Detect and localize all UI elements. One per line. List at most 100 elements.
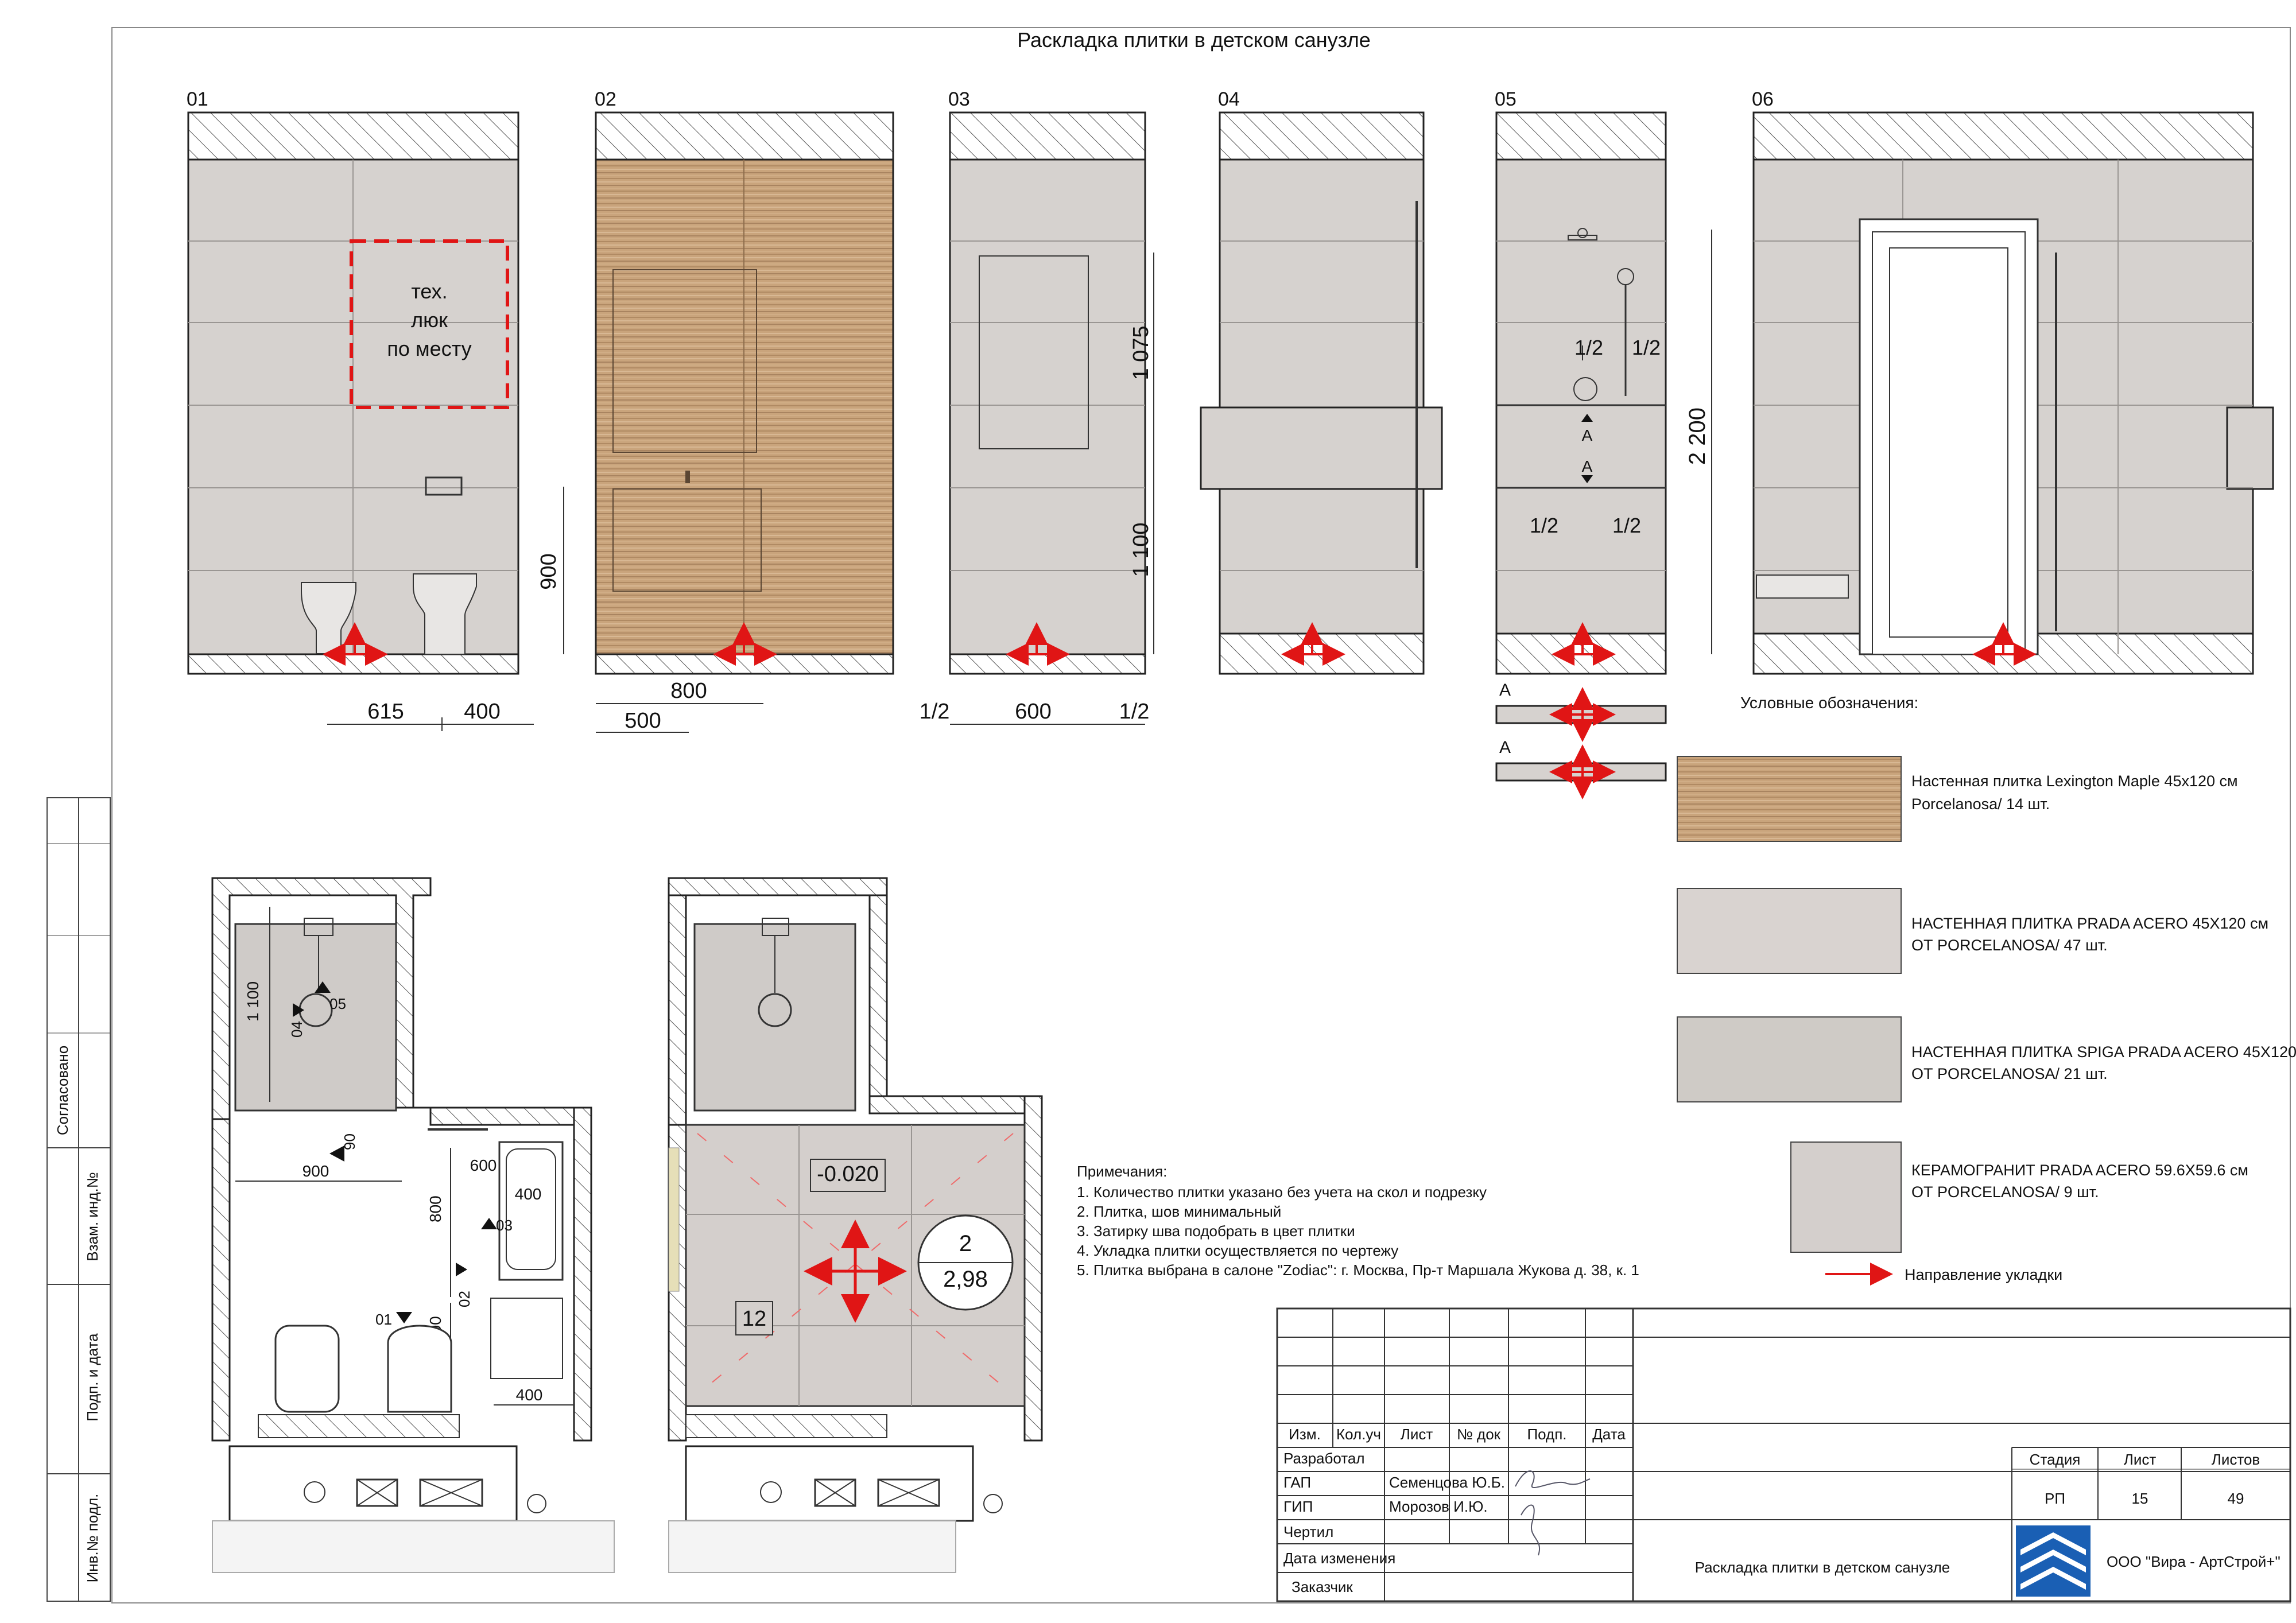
toilet-plan-icon [387, 1325, 452, 1413]
signature-mark [1515, 1470, 1591, 1556]
plan-dim-800: 800 [426, 1195, 444, 1222]
dim-1075: 1 075 [1129, 325, 1153, 380]
legend: Условные обозначения: Настенная плитка L… [1677, 694, 2296, 1286]
note-5: 5. Плитка выбрана в салоне "Zodiac": г. … [1077, 1261, 1639, 1279]
tb-company: ООО "Вира - АртСтрой+" [2107, 1553, 2281, 1570]
dim-half-right: 1/2 [1119, 700, 1150, 724]
plan-dim-400-a: 400 [515, 1185, 542, 1203]
tech-hatch-label-2: люк [411, 308, 448, 332]
tb-name-gap: Семенцова Ю.Б. [1389, 1474, 1505, 1491]
tb-role-gip: ГИП [1283, 1498, 1313, 1515]
view-label-01: 01 [187, 88, 208, 110]
view-label-05: 05 [1495, 88, 1517, 110]
tb-role-gap: ГАП [1283, 1474, 1311, 1491]
dim-2200: 2 200 [1685, 407, 1710, 465]
legend-item-4-line2: ОТ PORCELANOSA/ 9 шт. [1911, 1183, 2099, 1201]
dim-half-left: 1/2 [920, 700, 950, 724]
tb-sheet-label: Лист [2124, 1451, 2157, 1468]
plan-dim-1100: 1 100 [244, 981, 262, 1022]
mirror-outline [979, 255, 1089, 449]
tb-hdr-doc: № док [1457, 1426, 1501, 1443]
legend-item-1-line1: Настенная плитка Lexington Maple 45х120 … [1911, 772, 2238, 790]
note-1: 1. Количество плитки указано без учета н… [1077, 1183, 1487, 1201]
bidet-plan-icon [274, 1325, 340, 1413]
legend-swatch-wood [1677, 756, 1902, 842]
marker-02: 02 [456, 1291, 473, 1307]
tb-hdr-sign: Подп. [1527, 1426, 1566, 1443]
stamp-inventory: Инв.№ подл. [84, 1494, 101, 1583]
dim-1100: 1 100 [1129, 522, 1153, 577]
view-label-04: 04 [1218, 88, 1240, 110]
note-4: 4. Укладка плитки осуществляется по черт… [1077, 1242, 1398, 1259]
dim-600: 600 [1015, 700, 1051, 724]
legend-swatch-spiga [1677, 1016, 1902, 1102]
tech-hatch-label-1: тех. [411, 279, 447, 303]
marker-04: 04 [288, 1021, 305, 1038]
toilet-icon [413, 573, 477, 655]
dim-half-d: 1/2 [1612, 514, 1641, 537]
marker-05: 05 [329, 995, 346, 1012]
legend-item-3-line1: НАСТЕННАЯ ПЛИТКА SPIGA PRADA ACERO 45Х12… [1911, 1043, 2296, 1061]
bidet-side-icon [1756, 574, 1849, 599]
dim-500: 500 [625, 709, 661, 733]
shower-tray-left [234, 923, 397, 1112]
dim-400: 400 [464, 700, 500, 724]
cabinet-lower [612, 488, 762, 592]
section-mark-a1: A [1582, 426, 1593, 444]
plan-dim-400-c: 400 [516, 1386, 543, 1404]
level-tag [810, 1159, 886, 1192]
tech-hatch-label-3: по месту [387, 337, 471, 360]
plan-dim-600: 600 [470, 1156, 497, 1174]
shower-head-icon [1568, 228, 1597, 240]
drain-icon-right [758, 993, 792, 1027]
tb-name-gip: Морозов И.Ю. [1389, 1498, 1488, 1515]
tile-count-tag [735, 1301, 773, 1335]
tech-hatch-outline [350, 239, 509, 409]
legend-item-1-line2: Porcelanosa/ 14 шт. [1911, 795, 2050, 813]
page-title: Раскладка плитки в детском санузле [1017, 28, 1371, 52]
room-number: 2 [959, 1231, 972, 1256]
legend-item-4-line1: КЕРАМОГРАНИТ PRADA ACERO 59.6Х59.6 см [1911, 1162, 2248, 1179]
marker-01: 01 [375, 1311, 392, 1328]
tb-sheets-label: Листов [2212, 1451, 2260, 1468]
company-logo [2016, 1525, 2091, 1597]
notes: Примечания: 1. Количество плитки указано… [1077, 1163, 1639, 1279]
flush-box-2 [419, 1478, 483, 1507]
elevation-02: 02 800 500 [595, 88, 894, 733]
note-2: 2. Плитка, шов минимальный [1077, 1203, 1281, 1220]
flush-button-icon [425, 476, 463, 496]
legend-item-2-line1: НАСТЕННАЯ ПЛИТКА PRADA ACERO 45Х120 см [1911, 915, 2268, 932]
elevation-03: 03 1/2 600 1/2 1 075 1 100 [920, 88, 1154, 725]
mixer-icon [1573, 377, 1597, 401]
stamp-replace: Взам. инд.№ [84, 1172, 101, 1261]
legend-swatch-porcelain [1790, 1141, 1902, 1253]
section-a-label-1: A [1499, 681, 1511, 700]
dim-half-b: 1/2 [1632, 336, 1661, 359]
cabinet-plan [490, 1298, 563, 1379]
installation-niche-right [685, 1445, 974, 1522]
dim-900: 900 [537, 553, 561, 589]
tb-role-drawn: Чертил [1283, 1523, 1333, 1540]
side-stamp: Согласовано Взам. инд.№ Подп. и дата Инв… [46, 797, 111, 1602]
elevation-01: 01 тех. люк по месту 615 400 900 [187, 88, 564, 731]
tb-stage: РП [2045, 1490, 2065, 1507]
sheet-frame [111, 27, 2291, 1603]
elevation-06: 06 [1752, 88, 2274, 675]
notes-title: Примечания: [1077, 1163, 1167, 1180]
tb-sheet: 15 [2132, 1490, 2148, 1507]
legend-direction-label: Направление укладки [1905, 1266, 2062, 1283]
tb-sheets: 49 [2228, 1490, 2244, 1507]
note-3: 3. Затирку шва подобрать в цвет плитки [1077, 1222, 1355, 1240]
dim-half-a: 1/2 [1574, 336, 1603, 359]
tb-hdr-kol: Кол.уч [1336, 1426, 1381, 1443]
floor-tile-count: 12 [742, 1307, 766, 1331]
plan-left: 1 100 05 04 06 900 600 400 800 03 02 400… [211, 877, 615, 1573]
elevation-05: 05 1/2 1/2 1/2 1/2 A A 2 200 A A [1495, 88, 1712, 799]
tb-hdr-date: Дата [1592, 1426, 1626, 1443]
floor-level: -0.020 [817, 1162, 879, 1186]
stamp-agreed: Согласовано [54, 1046, 71, 1135]
tb-role-developed: Разработал [1283, 1450, 1365, 1467]
legend-title: Условные обозначения: [1740, 694, 1918, 712]
tb-hdr-list: Лист [1401, 1426, 1433, 1443]
